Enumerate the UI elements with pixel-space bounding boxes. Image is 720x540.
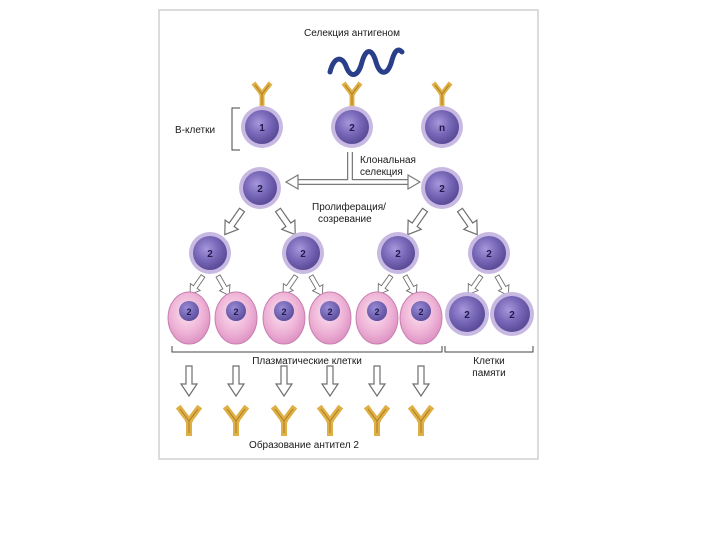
clonal-selection-label-line1: Клональная [360,155,416,166]
antibody-formation-label: Образование антител 2 [249,439,359,451]
cell-label: n [439,123,445,134]
plasma-cell: 2 [308,291,352,345]
cell-label: 2 [257,184,263,195]
plasma-cell: 2 [399,291,443,345]
proliferation-label-line1: Пролиферация/ [312,201,386,213]
level3-cell: 2 [282,232,324,274]
antigen-selection-label: Селекция антигеном [304,28,400,39]
b-cells-label: В-клетки [175,125,215,136]
cell-label: 2 [186,307,191,317]
level3-cell: 2 [468,232,510,274]
cell-label: 2 [374,307,379,317]
cell-label: 2 [300,249,306,260]
proliferation-label-line2: созревание [318,214,372,225]
plasma-cell: 2 [167,291,211,345]
memory-cells-label-line2: памяти [472,368,505,379]
cell-label: 2 [349,123,355,134]
level3-cell: 2 [189,232,231,274]
cell-label: 2 [418,307,423,317]
b-cell-1: 1 [241,85,283,148]
b-cell-2: 2 [331,85,373,148]
arrow-right-head [407,173,422,191]
clone-cell-left: 2 [239,167,281,209]
clonal-selection-label-line2: селекция [360,167,403,178]
cell-label: 2 [486,249,492,260]
cell-label: 2 [327,307,332,317]
cell-label: 2 [464,310,470,321]
plasma-cell: 2 [355,291,399,345]
cell-label: 2 [207,249,213,260]
memory-cells-bracket [444,346,534,353]
memory-cell: 2 [490,292,534,336]
cell-label: 2 [509,310,515,321]
memory-cells-label-line1: Клетки [473,356,504,367]
cell-label: 1 [259,123,265,134]
plasma-cell: 2 [262,291,306,345]
cell-label: 2 [439,184,445,195]
cell-label: 2 [395,249,401,260]
plasma-cells-label: Плазматические клетки [252,356,362,367]
cell-label: 2 [233,307,238,317]
diagram-frame [158,9,539,460]
plasma-cell: 2 [214,291,258,345]
level3-cell: 2 [377,232,419,274]
arrow-left-head [284,173,299,191]
cell-label: 2 [281,307,286,317]
b-cell-n: n [421,85,463,148]
memory-cell: 2 [445,292,489,336]
plasma-cells-bracket [171,346,443,353]
b-cells-bracket [231,107,240,151]
antigen-wave [327,47,405,77]
clone-cell-right: 2 [421,167,463,209]
